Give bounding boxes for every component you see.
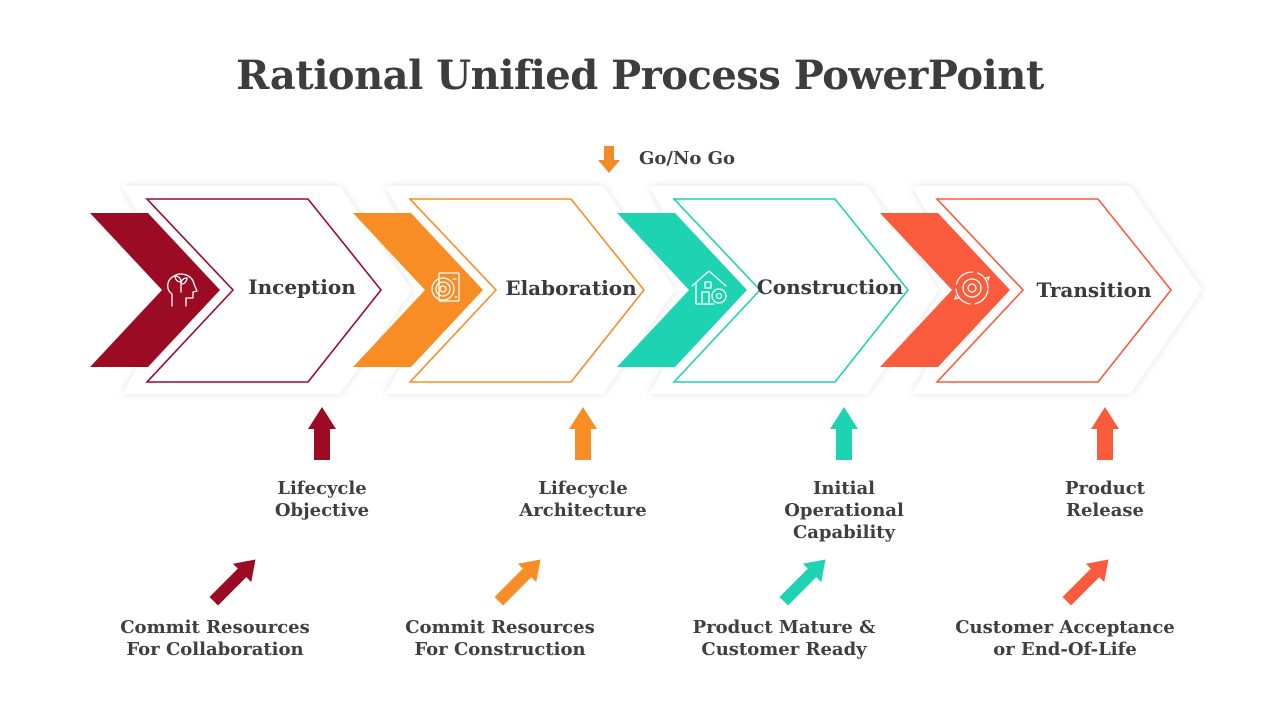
commit-line: Product Mature & (692, 617, 876, 638)
go-no-go-label: Go/No Go (639, 148, 736, 169)
page-title: Rational Unified Process PowerPoint (236, 52, 1044, 99)
phase-inception (90, 186, 412, 606)
milestone-line: Initial (813, 478, 875, 499)
milestone-arrow-icon (308, 407, 336, 460)
milestone-line: Objective (274, 500, 370, 521)
commit-line: Customer Ready (701, 639, 867, 660)
cycle-gear-icon (954, 271, 990, 305)
stage-label-inception: Inception (248, 275, 356, 299)
commit-line: Customer Acceptance (955, 617, 1175, 638)
stage-label-construction: Construction (756, 275, 904, 299)
commit-line: For Collaboration (126, 639, 304, 660)
commit-arrow-icon (779, 559, 826, 606)
milestone-line: Release (1066, 500, 1144, 521)
commit-line: For Construction (414, 639, 586, 660)
milestone-arrow-icon (569, 407, 597, 460)
milestone-line: Lifecycle (538, 478, 628, 499)
chevron-solid (90, 213, 220, 367)
plant-head-icon (167, 273, 198, 307)
milestone-line: Operational (784, 500, 904, 521)
house-gear-icon (691, 270, 727, 305)
chevron-outline (672, 198, 910, 383)
milestone-line: Lifecycle (277, 478, 367, 499)
phase-transition (880, 186, 1202, 606)
commit-line: Commit Resources (405, 617, 595, 638)
stage-label-transition: Transition (1036, 278, 1152, 302)
chevron-outline (935, 198, 1173, 383)
chevron-solid (880, 213, 1010, 367)
commit-arrow-icon (1062, 559, 1109, 606)
milestone-arrow-icon (1091, 407, 1119, 460)
phase-elaboration (353, 186, 675, 606)
down-arrow-icon (598, 146, 620, 173)
milestone-arrow-icon (830, 407, 858, 460)
milestone-line: Product (1065, 478, 1145, 499)
commit-line: Commit Resources (120, 617, 310, 638)
commit-line: or End-Of-Life (993, 639, 1137, 660)
chevron-outline (145, 198, 383, 383)
stage-label-elaboration: Elaboration (505, 276, 637, 300)
commit-arrow-icon (209, 559, 256, 606)
commit-label-construction: Product Mature &Customer Ready (654, 617, 914, 661)
phase-construction (617, 186, 939, 606)
chevron-solid (353, 213, 483, 367)
target-document-icon (431, 272, 460, 302)
commit-arrow-icon (494, 559, 541, 606)
milestone-line: Architecture (519, 500, 647, 521)
chevron-outline (408, 198, 646, 383)
milestone-line: Capability (792, 522, 896, 543)
chevron-solid (617, 213, 747, 367)
